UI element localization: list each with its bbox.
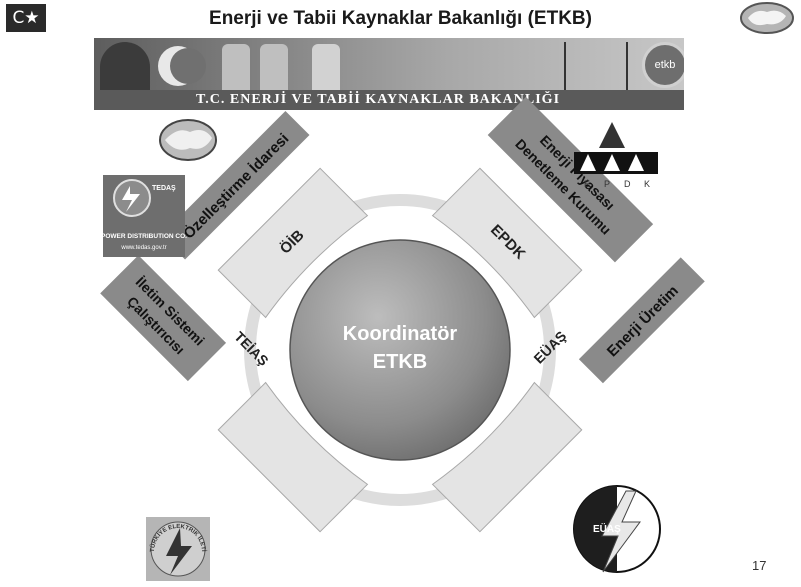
epdk-letter-d: D [624, 179, 631, 189]
power-pylon-icon [564, 42, 628, 92]
oib-turkey-logo-icon [159, 119, 217, 161]
label-bar-euas [578, 257, 705, 384]
segment-euas [431, 381, 583, 533]
slide-title: Enerji ve Tabii Kaynaklar Bakanlığı (ETK… [209, 8, 592, 29]
outer-ring [244, 194, 556, 506]
label-bar-epdk [487, 96, 654, 263]
turkey-map-logo-icon [740, 2, 794, 34]
ministry-banner: etkb T.C. ENERJİ VE TABİİ KAYNAKLAR BAKA… [94, 38, 684, 110]
cooling-tower-icon [260, 44, 288, 90]
epdk-letter-p: P [604, 179, 610, 189]
segment-epdk [431, 167, 583, 319]
epdk-letter-k: K [644, 179, 650, 189]
svg-text:TÜRKİYE ELEKTRİK İLETİM A.Ş.: TÜRKİYE ELEKTRİK İLETİM A.Ş. [0, 0, 207, 552]
tedas-line1: POWER DISTRIBUTION CO. [101, 233, 187, 240]
epdk-logo: E P D K [574, 122, 658, 189]
center-title: Koordinatör [343, 323, 458, 345]
euas-logo-text: EÜAŞ [593, 522, 621, 535]
cooling-tower-icon [312, 44, 340, 90]
segment-label-euas: Enerji Üretim [604, 282, 682, 360]
teias-ring-text: TÜRKİYE ELEKTRİK İLETİM A.Ş. [0, 0, 207, 552]
banner-title: T.C. ENERJİ VE TABİİ KAYNAKLAR BAKANLIĞI [196, 92, 561, 107]
tedas-logo: TEDAŞ POWER DISTRIBUTION CO. www.tedas.g… [101, 175, 187, 257]
label-bar-oib [160, 110, 310, 260]
center-subtitle: ETKB [373, 351, 427, 373]
turkish-flag-icon: C★ [6, 4, 46, 32]
euas-logo: EÜAŞ [573, 485, 661, 573]
segment-teias [217, 381, 369, 533]
epdk-letter-e: E [584, 179, 590, 189]
etkb-logo: etkb [642, 42, 684, 88]
segment-oib [217, 167, 369, 319]
cooling-tower-icon [222, 44, 250, 90]
page-number: 17 [752, 558, 767, 573]
label-bar-teias [100, 255, 227, 382]
tedas-line2: www.tedas.gov.tr [120, 245, 166, 251]
tedas-name: TEDAŞ [152, 185, 176, 192]
center-circle [289, 239, 511, 461]
